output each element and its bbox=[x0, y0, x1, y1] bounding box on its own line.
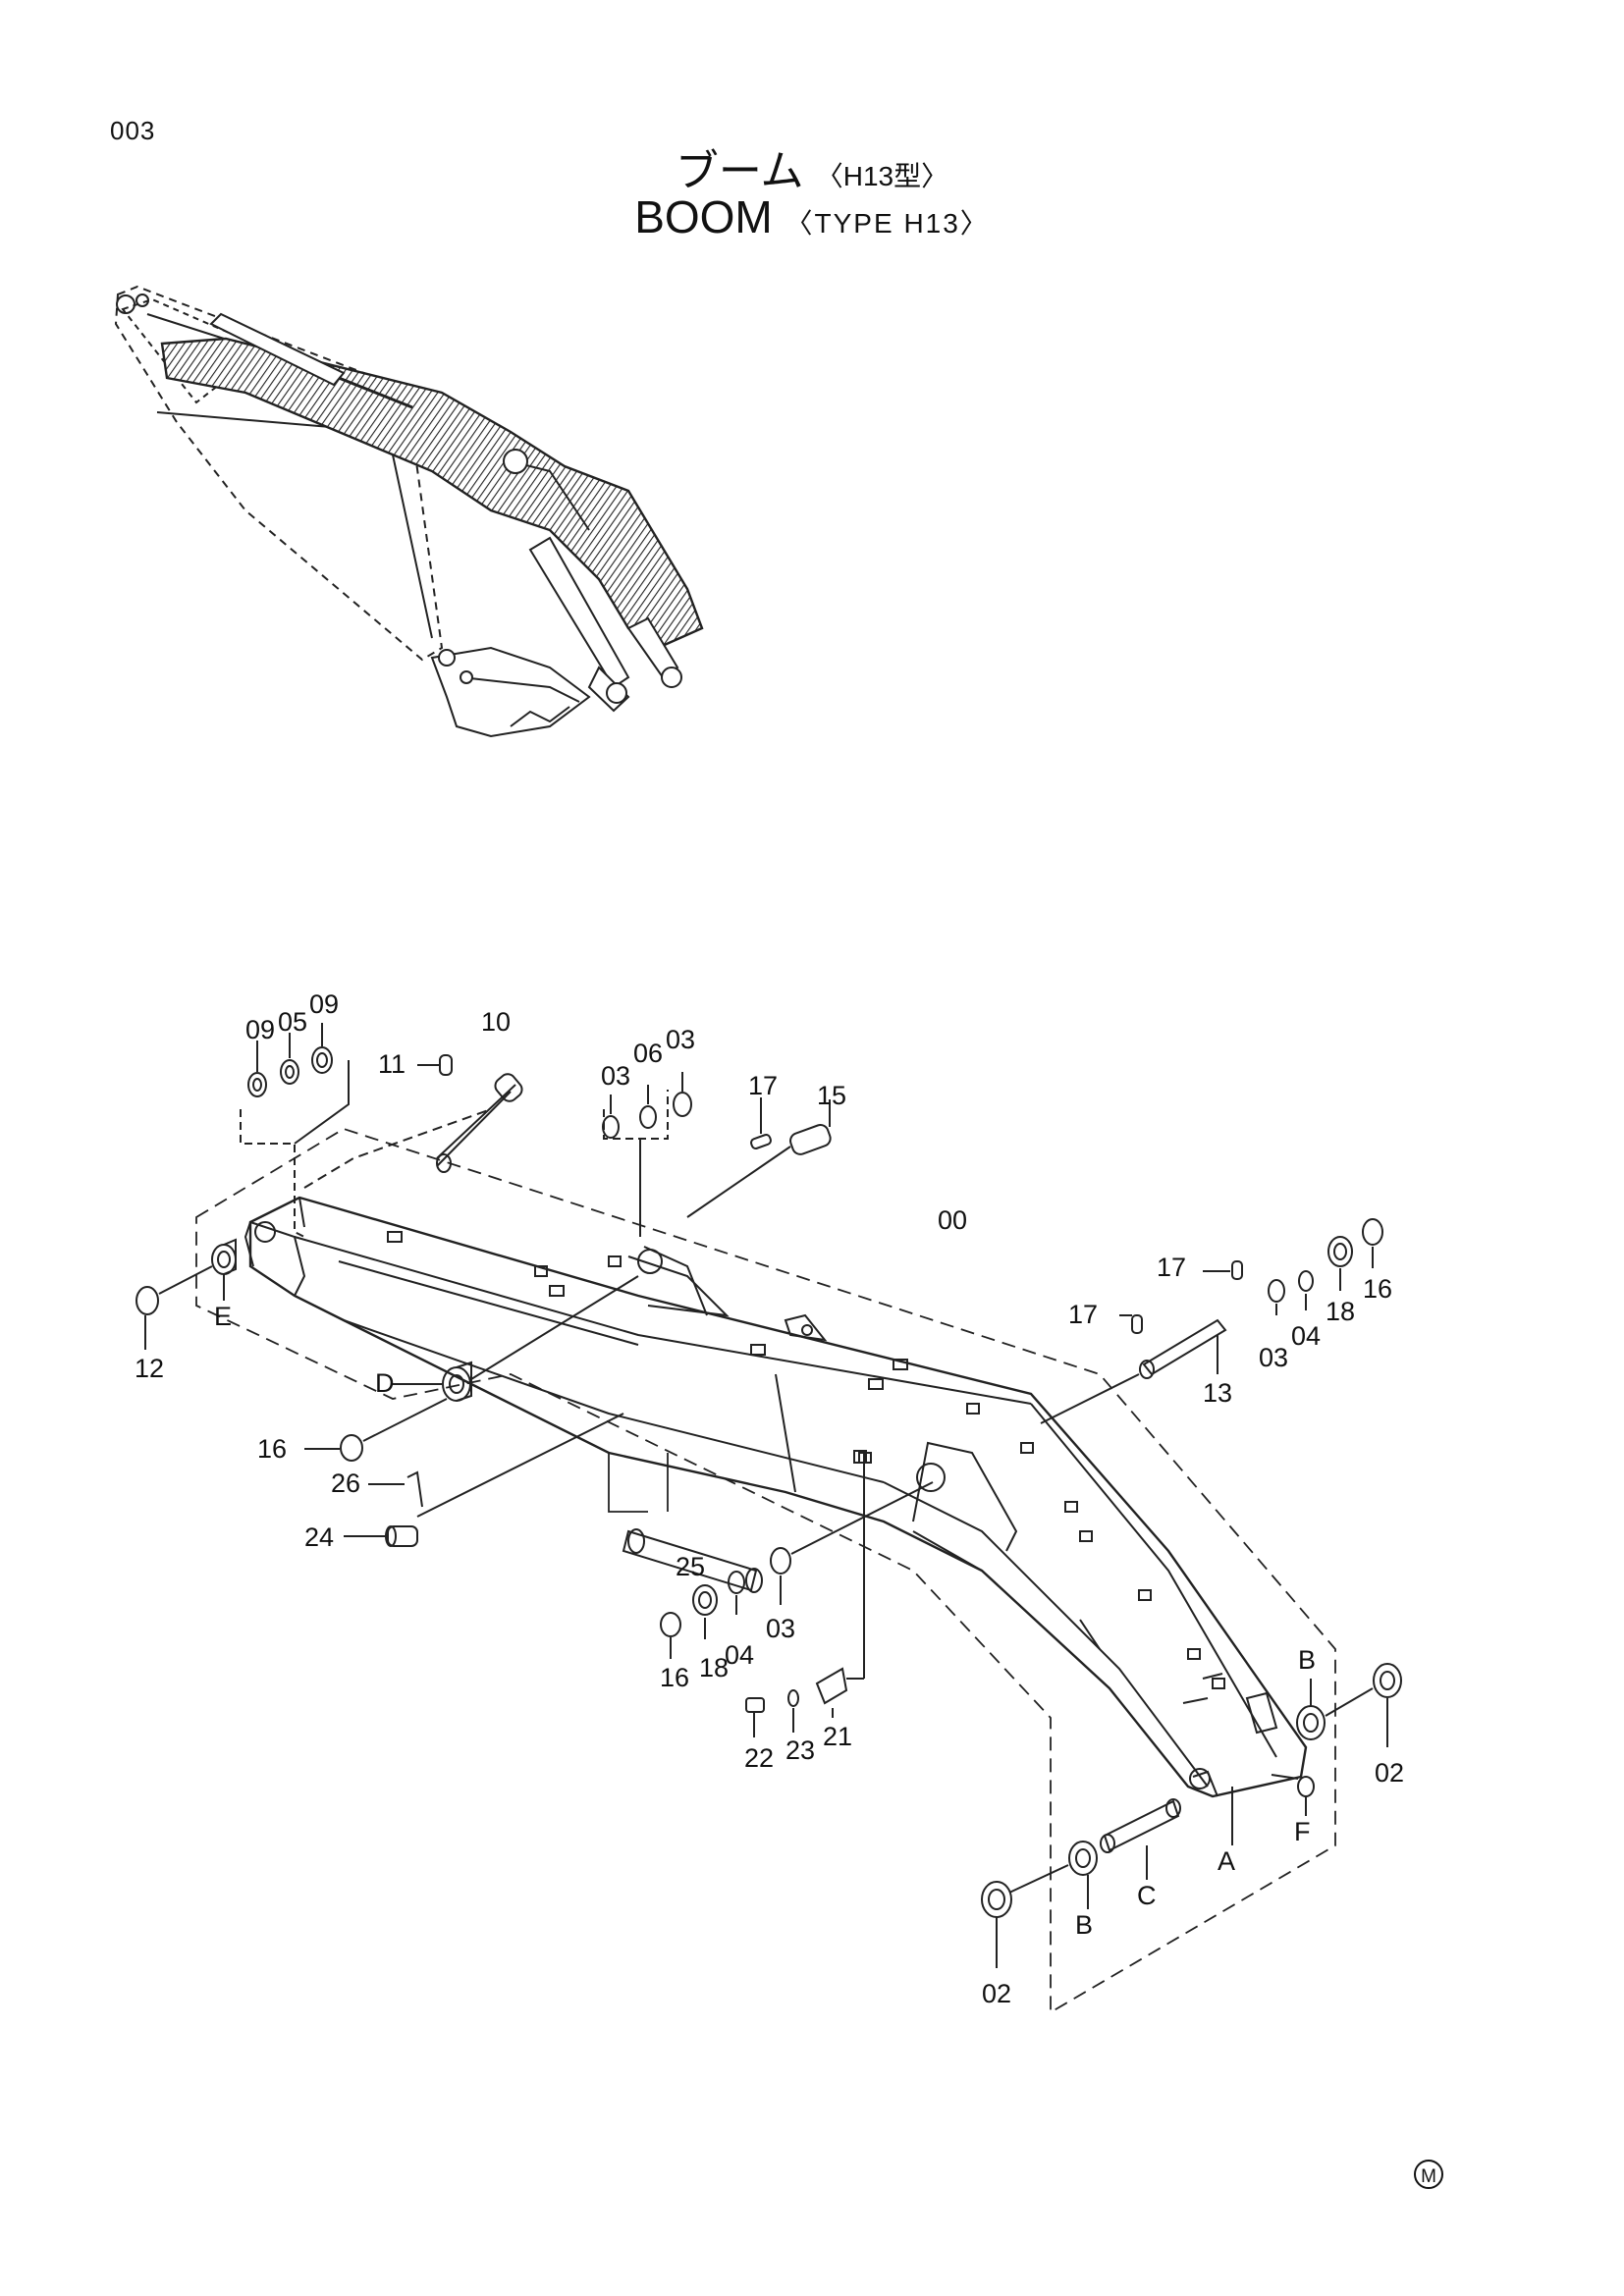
label-21: 21 bbox=[823, 1722, 852, 1751]
label-09-left: 09 bbox=[245, 1015, 275, 1044]
label-22: 22 bbox=[744, 1743, 774, 1773]
label-23: 23 bbox=[785, 1735, 815, 1765]
pin-13-group bbox=[1040, 1218, 1383, 1424]
label-04-mid: 04 bbox=[725, 1640, 754, 1670]
subtitle-en: 〈TYPE H13〉 bbox=[785, 208, 990, 239]
title-english: BOOM 〈TYPE H13〉 bbox=[0, 190, 1624, 243]
pin-10-group bbox=[303, 1054, 523, 1189]
label-17-right-upper: 17 bbox=[1157, 1253, 1186, 1282]
assembly-boundary bbox=[195, 1128, 1336, 2014]
footer-mark-letter: M bbox=[1421, 2166, 1436, 2187]
arm-cylinder bbox=[209, 312, 413, 409]
label-17-top: 17 bbox=[748, 1071, 778, 1100]
label-03-top-right: 03 bbox=[666, 1025, 695, 1054]
title-japanese: ブーム 〈H13型〉 bbox=[0, 135, 1624, 198]
label-17-right-lower: 17 bbox=[1068, 1300, 1098, 1329]
label-13: 13 bbox=[1203, 1378, 1232, 1408]
label-26: 26 bbox=[331, 1468, 360, 1498]
label-d: D bbox=[375, 1368, 395, 1398]
label-03-top-left: 03 bbox=[601, 1061, 630, 1091]
label-11: 11 bbox=[378, 1049, 406, 1079]
pin-15-17-group bbox=[602, 1072, 832, 1237]
label-10: 10 bbox=[481, 1007, 511, 1037]
label-15: 15 bbox=[817, 1081, 846, 1110]
boom-shaded bbox=[160, 337, 704, 650]
label-18-right: 18 bbox=[1326, 1297, 1355, 1326]
label-f: F bbox=[1294, 1817, 1311, 1846]
bolt-22-plate-21 bbox=[745, 1450, 867, 1737]
title-jp-text: ブーム bbox=[675, 147, 804, 195]
label-16-mid: 16 bbox=[660, 1663, 689, 1692]
label-18-mid: 18 bbox=[699, 1653, 729, 1682]
boom-cylinder bbox=[528, 536, 682, 713]
label-04-right: 04 bbox=[1291, 1321, 1321, 1351]
label-a: A bbox=[1218, 1846, 1235, 1876]
label-16-left: 16 bbox=[257, 1434, 287, 1464]
label-03-mid: 03 bbox=[766, 1614, 795, 1643]
title-en-text: BOOM bbox=[634, 191, 773, 242]
bushing-d bbox=[304, 1275, 639, 1462]
label-c: C bbox=[1137, 1881, 1157, 1910]
pin-rod-group-mid bbox=[660, 1481, 934, 1659]
label-06: 06 bbox=[633, 1039, 663, 1068]
label-02-right: 02 bbox=[1375, 1758, 1404, 1788]
page-code: 003 bbox=[110, 116, 156, 145]
bucket bbox=[430, 646, 591, 738]
label-02-bottom: 02 bbox=[982, 1979, 1011, 2008]
cylinder-25 bbox=[608, 1453, 763, 1593]
label-24: 24 bbox=[304, 1522, 334, 1552]
label-00: 00 bbox=[938, 1205, 967, 1235]
shims-group-left bbox=[240, 1023, 350, 1238]
callout-labels: 00 02 02 03 03 03 03 04 04 05 06 09 09 1… bbox=[135, 989, 1404, 2008]
label-09-right: 09 bbox=[309, 989, 339, 1019]
bushing-e bbox=[135, 1238, 237, 1350]
label-25: 25 bbox=[676, 1552, 705, 1581]
overview-illustration bbox=[114, 285, 704, 738]
exploded-view bbox=[135, 1023, 1402, 2014]
label-03-right: 03 bbox=[1259, 1343, 1288, 1372]
subtitle-jp: 〈H13型〉 bbox=[815, 161, 949, 191]
label-16-right: 16 bbox=[1363, 1274, 1392, 1304]
label-b-bottom: B bbox=[1075, 1910, 1093, 1940]
footer-mark: M bbox=[1414, 2160, 1443, 2189]
label-05: 05 bbox=[278, 1007, 307, 1037]
pin-24-group bbox=[344, 1413, 624, 1547]
label-b-right: B bbox=[1298, 1645, 1316, 1675]
label-e: E bbox=[214, 1302, 232, 1331]
pin-c-bushings bbox=[981, 1663, 1402, 1968]
label-12: 12 bbox=[135, 1354, 164, 1383]
boom-body bbox=[244, 1196, 1308, 1798]
